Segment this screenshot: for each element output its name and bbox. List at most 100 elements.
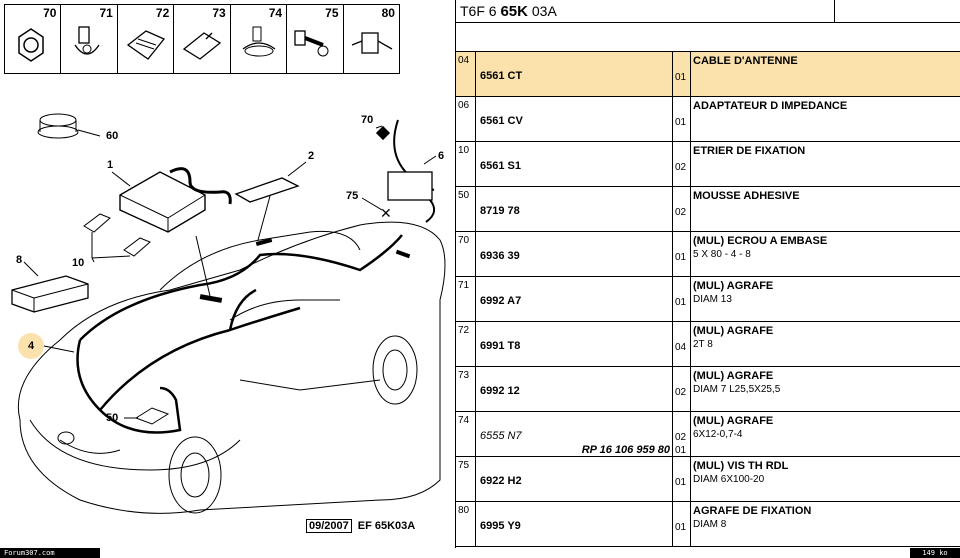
replacement-number[interactable]: RP 16 106 959 80 xyxy=(581,444,670,456)
quantity-cell: 01 xyxy=(673,502,691,546)
marker-bar xyxy=(395,249,411,259)
part-number[interactable]: 6561 S1 xyxy=(480,160,521,172)
table-row[interactable]: 06 6561 CV 01 ADAPTATEUR D IMPEDANCE xyxy=(456,97,960,142)
quantity: 02 xyxy=(675,432,687,443)
part-spec: DIAM 13 xyxy=(693,294,732,305)
thumb-73[interactable]: 73 xyxy=(174,5,231,73)
part-number-cell: 6992 A7 xyxy=(476,277,673,321)
watermark: Forum307.com xyxy=(0,548,100,558)
thumb-72[interactable]: 72 xyxy=(118,5,175,73)
quantity-cell: 02 xyxy=(673,142,691,186)
file-size: 149 ko xyxy=(910,548,960,558)
description-cell: CABLE D'ANTENNE xyxy=(691,52,960,96)
foam-part-50[interactable] xyxy=(124,407,170,425)
part-number-cell: 8719 78 xyxy=(476,187,673,231)
ref-number: 04 xyxy=(456,52,476,96)
description-cell: (MUL) VIS TH RDL DIAM 6X100-20 xyxy=(691,457,960,501)
car-body xyxy=(17,221,446,514)
part-spec: 2T 8 xyxy=(693,339,713,350)
part-spec: 6X12-0,7-4 xyxy=(693,429,743,440)
quantity: 01 xyxy=(675,117,687,128)
description-cell: ETRIER DE FIXATION xyxy=(691,142,960,186)
part-description: ETRIER DE FIXATION xyxy=(693,145,806,157)
clip-icon xyxy=(126,30,165,60)
ref-number: 50 xyxy=(456,187,476,231)
label-70: 70 xyxy=(361,114,374,126)
part-description: MOUSSE ADHESIVE xyxy=(693,190,800,202)
hardware-thumbnails: 70 71 72 73 74 75 80 xyxy=(4,4,400,74)
adapter-part-6[interactable]: ✕ xyxy=(361,119,437,223)
part-description: CABLE D'ANTENNE xyxy=(693,55,798,67)
part-number[interactable]: 6992 A7 xyxy=(480,295,522,307)
parts-table: T6F 6 65K 03A 04 6561 CT 01 CABLE D'ANTENNE… xyxy=(455,0,960,548)
clip-icon xyxy=(183,32,222,60)
thumb-70[interactable]: 70 xyxy=(5,5,62,73)
label-8: 8 xyxy=(16,254,23,266)
part-description: (MUL) AGRAFE xyxy=(693,370,774,382)
ring-part-60[interactable] xyxy=(37,113,101,139)
pad-part-2[interactable] xyxy=(234,161,307,241)
screw-icon xyxy=(294,30,329,57)
thumb-number: 80 xyxy=(381,6,395,20)
part-spec: DIAM 6X100-20 xyxy=(693,474,765,485)
part-number[interactable]: 6555 N7 xyxy=(480,430,522,442)
diagram-panel: 70 71 72 73 74 75 80 xyxy=(0,0,455,558)
quantity-cell: 01 xyxy=(673,232,691,276)
part-number[interactable]: 6561 CT xyxy=(480,70,523,82)
part-number[interactable]: 6561 CV xyxy=(480,115,523,127)
part-description: (MUL) AGRAFE xyxy=(693,415,774,427)
quantity-cell: 01 xyxy=(673,277,691,321)
ref-number: 72 xyxy=(456,322,476,366)
thumb-number: 72 xyxy=(155,6,170,20)
ref-number: 10 xyxy=(456,142,476,186)
description-cell: ADAPTATEUR D IMPEDANCE xyxy=(691,97,960,141)
part-description: (MUL) VIS TH RDL xyxy=(693,460,789,472)
thumb-75[interactable]: 75 xyxy=(287,5,344,73)
label-50: 50 xyxy=(106,412,119,424)
bracket-icon xyxy=(351,32,392,54)
part-number[interactable]: 6992 12 xyxy=(480,385,520,397)
ref-number: 73 xyxy=(456,367,476,411)
ref-number: 06 xyxy=(456,97,476,141)
part-number[interactable]: 6995 Y9 xyxy=(480,520,521,532)
module-part-8[interactable] xyxy=(11,261,89,313)
quantity: 01 xyxy=(675,252,687,263)
part-number[interactable]: 6991 T8 xyxy=(480,340,521,352)
ref-number: 80 xyxy=(456,502,476,546)
part-number[interactable]: 8719 78 xyxy=(480,205,520,217)
thumb-71[interactable]: 71 xyxy=(61,5,118,73)
quantity-cell: 01 xyxy=(673,97,691,141)
table-row[interactable]: 10 6561 S1 02 ETRIER DE FIXATION xyxy=(456,142,960,187)
car-wiring-diagram: ✕ xyxy=(11,113,446,514)
marker-bar xyxy=(199,294,223,303)
table-spacer xyxy=(456,23,960,52)
amplifier-part-1[interactable] xyxy=(111,167,232,233)
brackets-part-10[interactable] xyxy=(83,213,151,259)
quantity: 02 xyxy=(675,162,687,173)
ref-number: 74 xyxy=(456,412,476,456)
part-number[interactable]: 6936 39 xyxy=(480,250,520,262)
part-number[interactable]: 6922 H2 xyxy=(480,475,522,487)
description-cell: (MUL) AGRAFE 6X12-0,7-4 xyxy=(691,412,960,456)
clip-icon xyxy=(242,26,276,57)
part-number-cell: 6555 N7 RP 16 106 959 80 xyxy=(476,412,673,456)
label-60: 60 xyxy=(106,130,119,142)
catalog-code: T6F 6 65K 03A xyxy=(456,0,835,22)
thumb-74[interactable]: 74 xyxy=(231,5,288,73)
antenna-cable-4[interactable] xyxy=(76,234,403,434)
code-suffix: 03A xyxy=(528,3,557,19)
part-number-cell: 6936 39 xyxy=(476,232,673,276)
thumb-80[interactable]: 80 xyxy=(344,5,399,73)
quantity: 01 xyxy=(675,297,687,308)
